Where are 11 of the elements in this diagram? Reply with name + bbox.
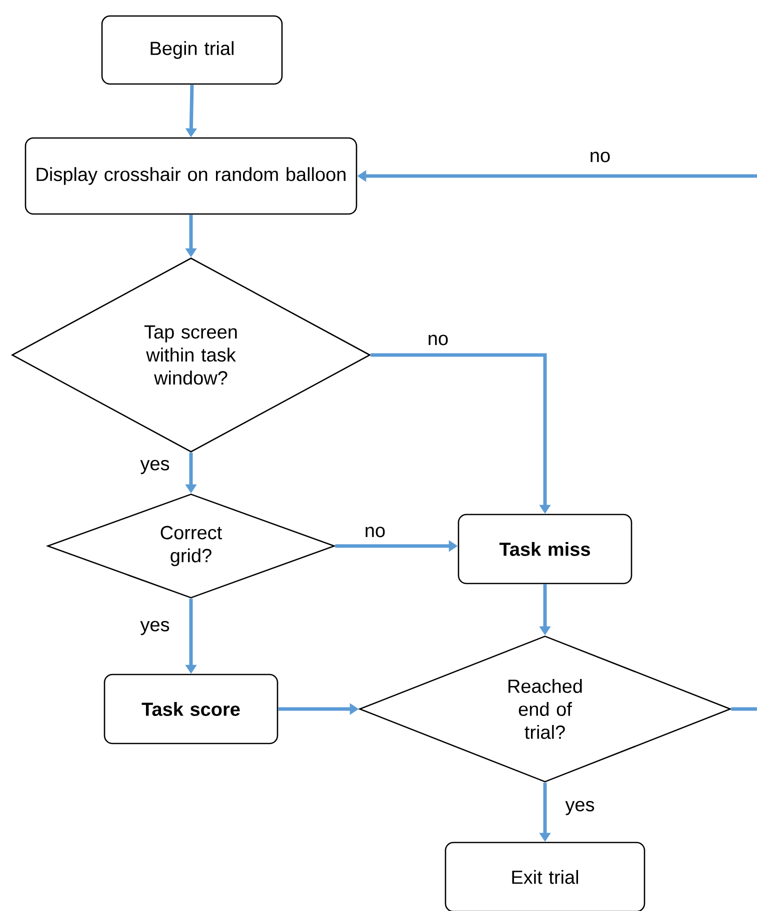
edge-label: yes: [564, 800, 596, 816]
process-box: Exit trial: [444, 842, 646, 911]
process-box: Begin trial: [101, 15, 283, 85]
edge-label: no: [363, 526, 387, 538]
process-box: Display crosshair on random balloon: [24, 137, 358, 215]
process-box: Task score: [104, 674, 278, 744]
edge-label: no: [588, 150, 612, 164]
edge-label: yes: [139, 620, 171, 636]
edge-label: yes: [139, 458, 171, 476]
process-box: Task miss: [458, 514, 632, 584]
edge-label: no: [426, 334, 450, 346]
